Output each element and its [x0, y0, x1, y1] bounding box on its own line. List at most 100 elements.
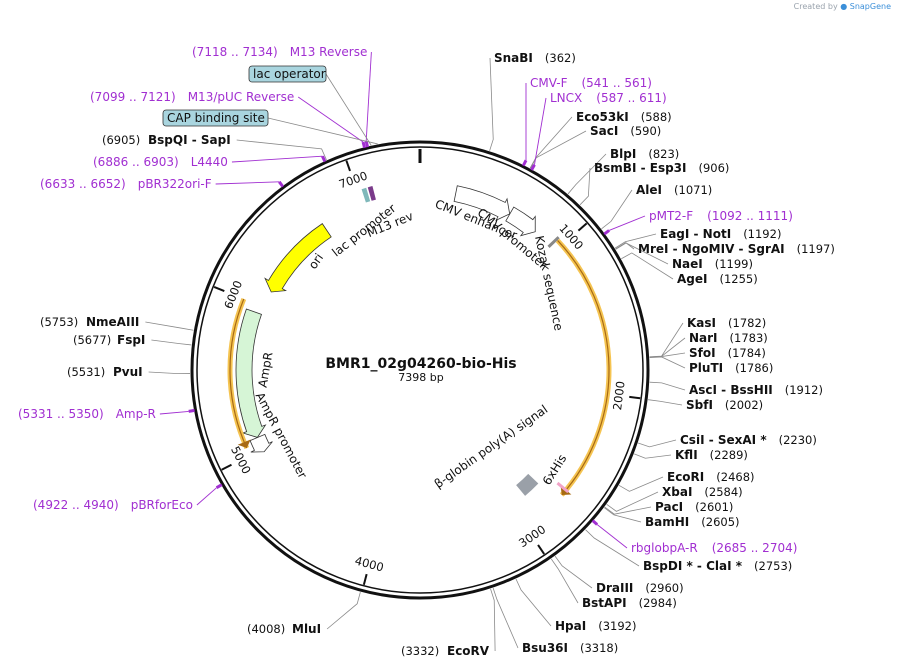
- enzyme-snabi[interactable]: SnaBI: [494, 51, 533, 65]
- leader-lines: [145, 51, 686, 652]
- enzyme-leader-saci: [530, 130, 587, 169]
- primer-pbrforeco[interactable]: pBRforEco: [131, 498, 193, 512]
- primer-cmv-f[interactable]: CMV-F: [530, 76, 568, 90]
- enzyme-leader-paci: [604, 506, 652, 515]
- primer-m13-puc-reverse[interactable]: M13/pUC Reverse: [188, 90, 295, 104]
- boxed-feature-label: CAP binding site: [167, 111, 265, 125]
- enzyme-draiii[interactable]: DraIII: [596, 581, 633, 595]
- enzyme-eco53ki[interactable]: Eco53kI: [576, 110, 629, 124]
- enzyme-hpai[interactable]: HpaI: [555, 619, 586, 633]
- primer-leader: [534, 97, 547, 165]
- feature-label-6xhis: 6xHis: [540, 452, 570, 488]
- enzyme-leader-ecorv: [490, 588, 496, 652]
- boxed-feature-cap-binding-site[interactable]: [162, 109, 269, 127]
- enzyme-position: (1912): [785, 383, 823, 397]
- feature-cmv-promoter: [505, 206, 536, 237]
- credit-text: Created by: [793, 2, 838, 11]
- feature-kozak-sequence: [547, 236, 560, 248]
- primer-amp-r[interactable]: Amp-R: [116, 407, 156, 421]
- enzyme-leader-hpai: [515, 578, 552, 627]
- enzyme-ecorv[interactable]: EcoRV: [447, 644, 490, 658]
- enzyme-pvui[interactable]: PvuI: [113, 365, 143, 379]
- enzyme-position: (906): [698, 161, 729, 175]
- feature-ampr: [235, 308, 267, 438]
- boxed-feature-lac-operator[interactable]: [248, 65, 327, 83]
- enzyme-position: (2753): [754, 559, 792, 573]
- primer-range: (4922 .. 4940): [33, 498, 119, 512]
- enzyme-bsu36i[interactable]: Bsu36I: [522, 641, 568, 655]
- snapgene-credit: Created by ● SnapGene: [794, 2, 891, 11]
- enzyme-leader-mlui: [326, 592, 361, 630]
- enzyme-bsmbi-esp3i[interactable]: BsmBI - Esp3I: [594, 161, 686, 175]
- primer-range: (5331 .. 5350): [18, 407, 104, 421]
- enzyme-position: (2584): [704, 485, 742, 499]
- enzyme-kasi[interactable]: KasI: [687, 316, 716, 330]
- enzyme-leader-naei: [615, 242, 669, 265]
- enzyme-ecori[interactable]: EcoRI: [667, 470, 704, 484]
- primer-pmt2-f[interactable]: pMT2-F: [649, 209, 693, 223]
- enzyme-leader-bsu36i: [492, 587, 519, 649]
- enzyme-position: (2960): [645, 581, 683, 595]
- enzyme-leader-nmeaiii: [145, 321, 194, 331]
- enzyme-bspqi-sapi[interactable]: BspQI - SapI: [148, 133, 231, 147]
- enzyme-eagi-noti[interactable]: EagI - NotI: [660, 227, 731, 241]
- enzyme-leader-bsmbi-esp3i: [579, 167, 591, 206]
- primer-pbr322ori-f[interactable]: pBR322ori-F: [138, 177, 212, 191]
- enzyme-leader-draiii: [554, 555, 593, 589]
- feature-label-kozak-sequence: Kozak sequence: [532, 234, 566, 332]
- enzyme-position: (5531): [67, 365, 105, 379]
- enzyme-sbfi[interactable]: SbfI: [686, 398, 713, 412]
- ruler-tick-label: 4000: [353, 554, 385, 575]
- primer-leader: [159, 410, 189, 415]
- enzyme-pluti[interactable]: PluTI: [689, 361, 723, 375]
- enzyme-agei[interactable]: AgeI: [677, 272, 707, 286]
- enzyme-blpi[interactable]: BlpI: [610, 147, 636, 161]
- enzyme-nmeaiii[interactable]: NmeAIII: [86, 315, 139, 329]
- primer-site-mark: [278, 180, 285, 188]
- enzyme-position: (2984): [639, 596, 677, 610]
- enzyme-nari[interactable]: NarI: [689, 331, 718, 345]
- primer-leader: [608, 215, 646, 231]
- primer-range: (6633 .. 6652): [40, 177, 126, 191]
- enzyme-sfoi[interactable]: SfoI: [689, 346, 716, 360]
- ruler-tick-label: 2000: [610, 380, 628, 411]
- primer-site-mark: [361, 141, 366, 149]
- enzyme-xbai[interactable]: XbaI: [662, 485, 692, 499]
- primer-leader: [365, 51, 372, 142]
- enzyme-paci[interactable]: PacI: [655, 500, 683, 514]
- enzyme-position: (1255): [719, 272, 757, 286]
- enzyme-leader-eco53ki: [529, 116, 573, 169]
- enzyme-position: (1197): [797, 242, 835, 256]
- primer-lncx[interactable]: LNCX: [550, 91, 582, 105]
- enzyme-csii-sexai[interactable]: CsiI - SexAI *: [680, 433, 767, 447]
- primer-rbglobpa-r[interactable]: rbglobpA-R: [631, 541, 698, 555]
- snapgene-logo-icon: ●: [840, 2, 848, 11]
- enzyme-naei[interactable]: NaeI: [672, 257, 703, 271]
- enzyme-bstapi[interactable]: BstAPI: [582, 596, 627, 610]
- enzyme-mlui[interactable]: MluI: [292, 622, 321, 636]
- enzyme-alei[interactable]: AleI: [636, 183, 662, 197]
- enzyme-saci[interactable]: SacI: [590, 124, 618, 138]
- primer-m13-reverse[interactable]: M13 Reverse: [290, 45, 368, 59]
- enzyme-bspdi-clai[interactable]: BspDI * - ClaI *: [643, 559, 743, 573]
- enzyme-leader-bspqi-sapi: [236, 139, 327, 161]
- enzyme-position: (2230): [779, 433, 817, 447]
- enzyme-mrei-ngomiv-sgrai[interactable]: MreI - NgoMIV - SgrAI: [638, 242, 785, 256]
- ruler-tick: [577, 222, 588, 232]
- primer-l4440[interactable]: L4440: [191, 155, 228, 169]
- enzyme-leader-blpi: [567, 153, 607, 195]
- enzyme-fspi[interactable]: FspI: [117, 333, 145, 347]
- enzyme-leader-snabi: [489, 57, 494, 151]
- enzyme-leader-pvui: [148, 371, 191, 374]
- enzyme-position: (6905): [102, 133, 140, 147]
- enzyme-kfli[interactable]: KflI: [675, 448, 698, 462]
- feature-label-ampr: AmpR: [256, 351, 276, 389]
- enzyme-asci-bsshii[interactable]: AscI - BssHII: [689, 383, 773, 397]
- enzyme-position: (823): [648, 147, 679, 161]
- enzyme-leader-sbfi: [648, 399, 683, 406]
- enzyme-position: (2002): [725, 398, 763, 412]
- plasmid-length: 7398 bp: [398, 371, 443, 384]
- boxed-feature-leader: [267, 117, 378, 145]
- enzyme-bamhi[interactable]: BamHI: [645, 515, 689, 529]
- enzyme-leader-kfli: [634, 453, 672, 459]
